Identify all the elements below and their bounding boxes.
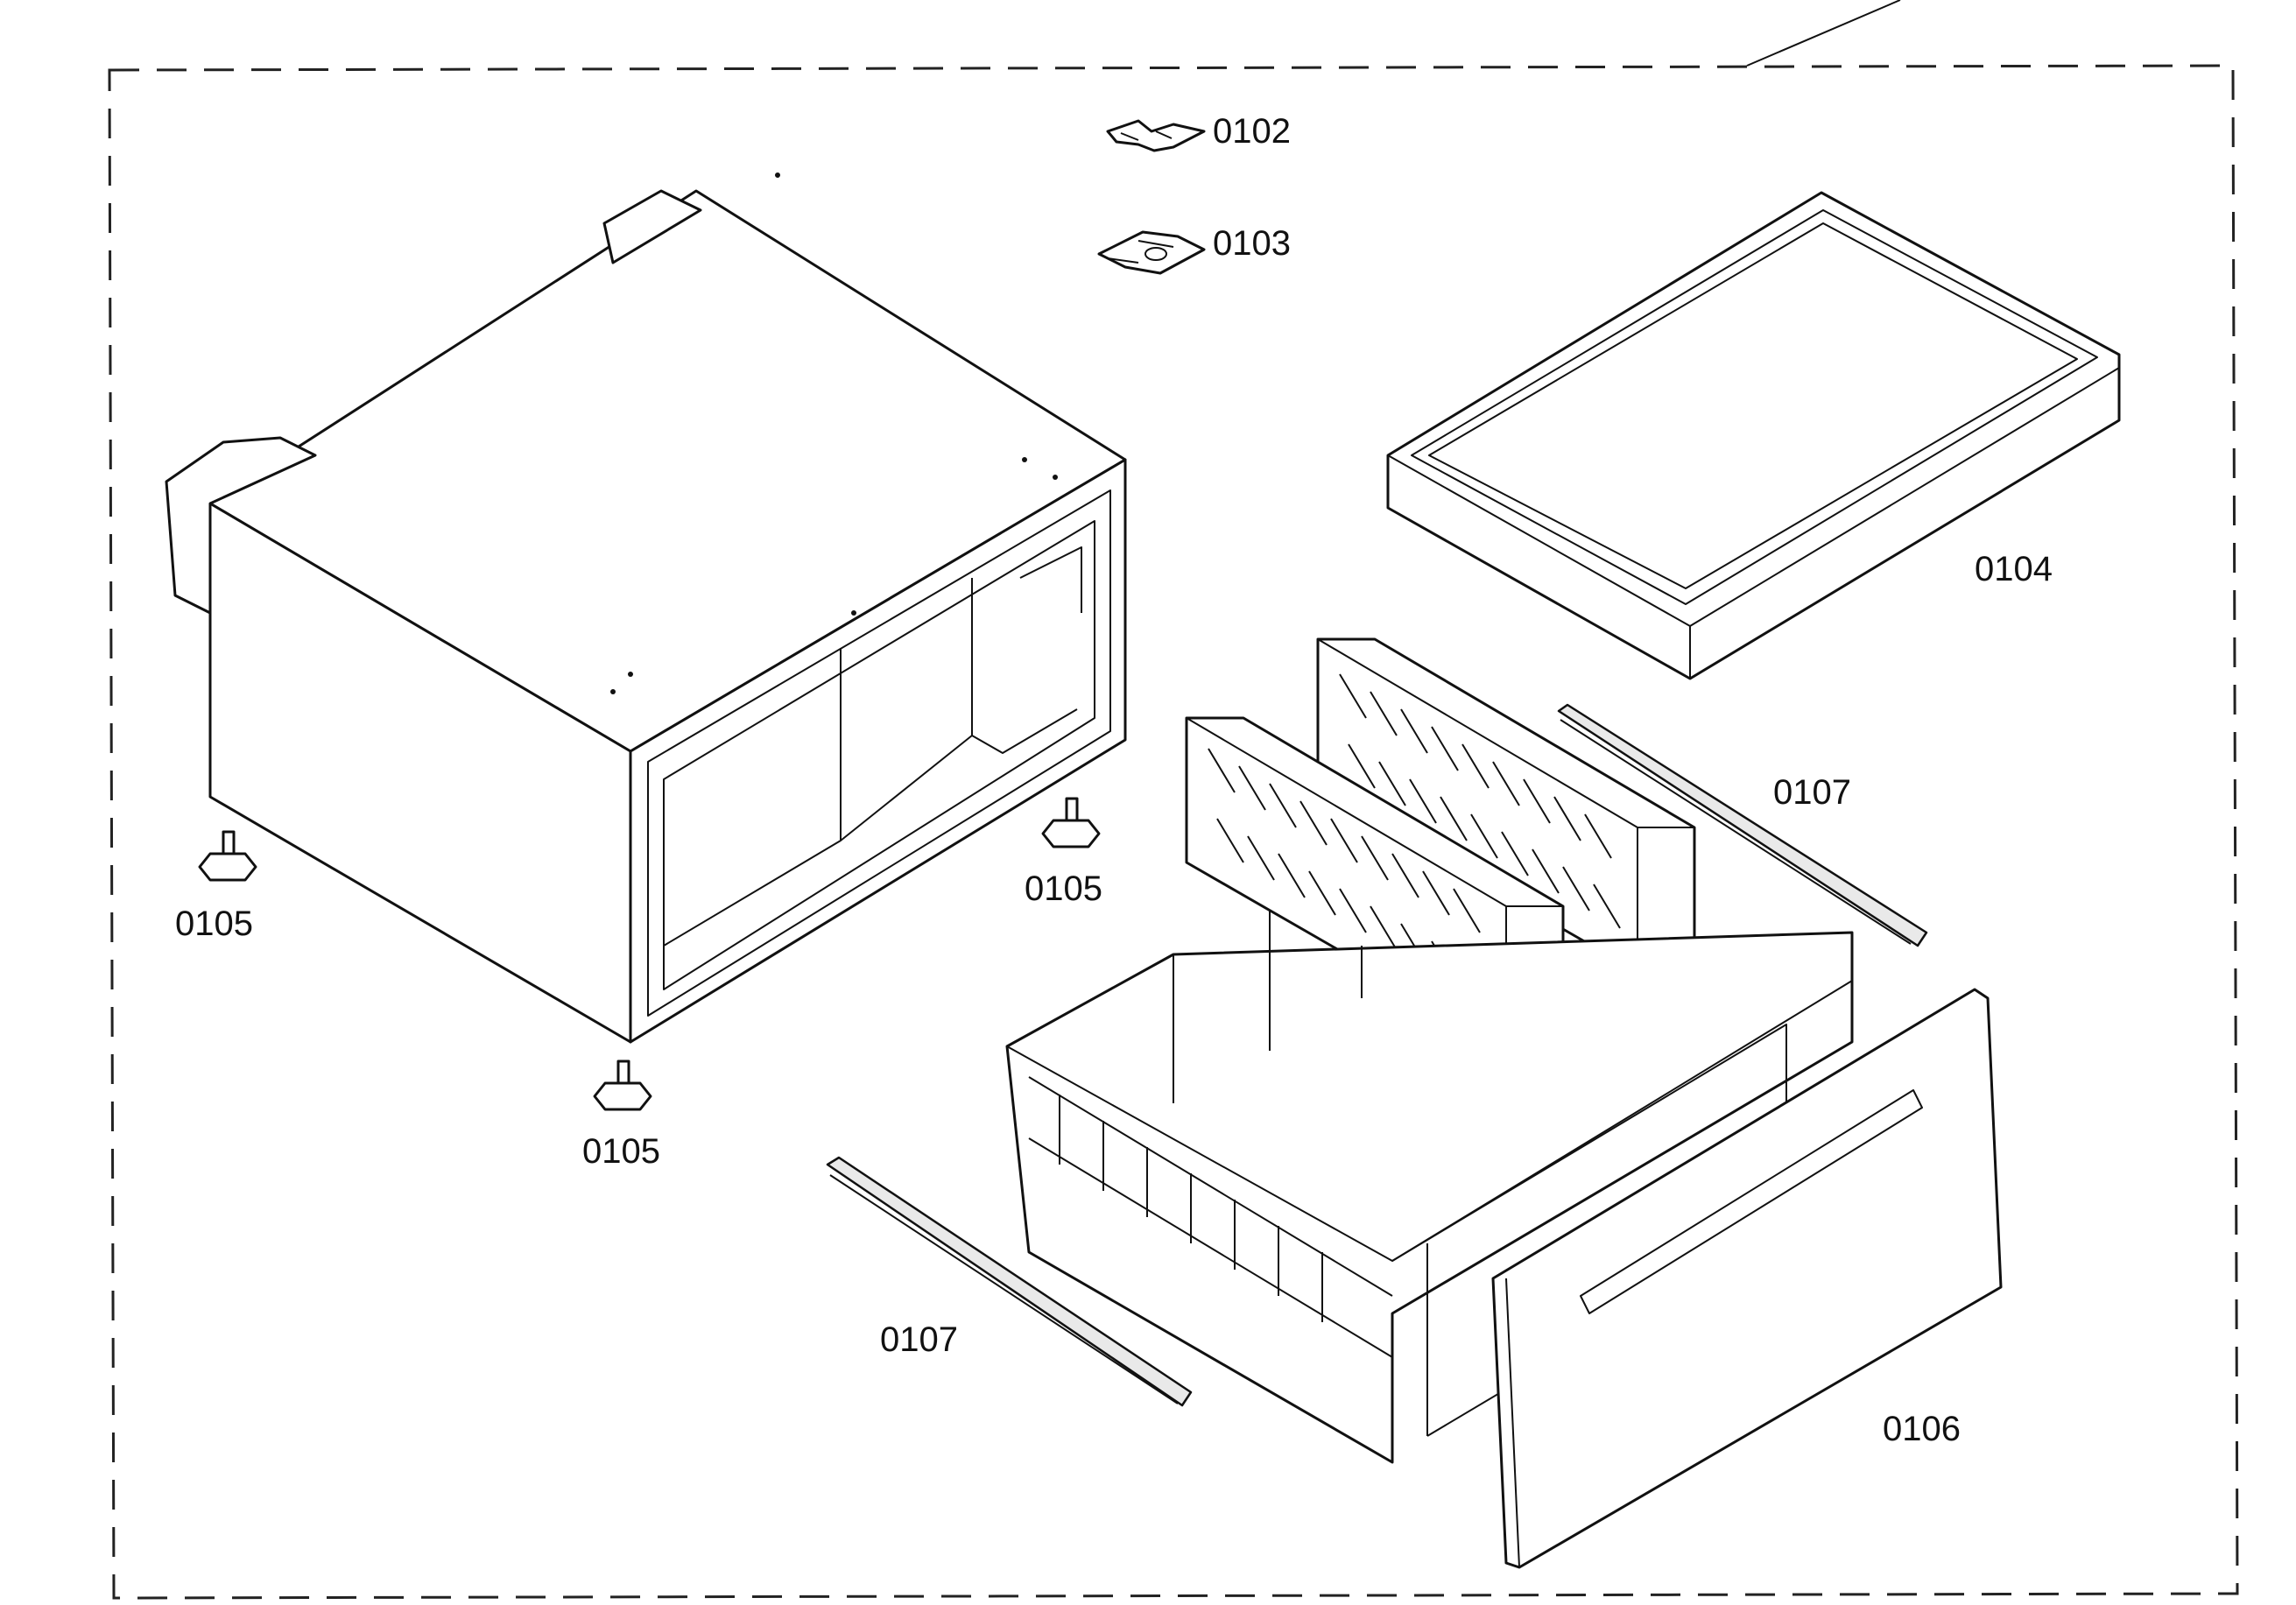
label-0104: 0104 — [1975, 550, 2053, 588]
part-0103-bracket-plate[interactable] — [1097, 230, 1206, 275]
part-0105-foot-left[interactable] — [198, 830, 257, 882]
label-0105-right: 0105 — [1025, 869, 1102, 908]
label-0103: 0103 — [1213, 224, 1291, 263]
part-cabinet-housing[interactable] — [165, 172, 1127, 1044]
label-0105-left: 0105 — [175, 905, 253, 943]
part-0104-tray-lid[interactable] — [1386, 191, 2121, 680]
part-0106-drawer-front[interactable] — [1491, 988, 2003, 1569]
part-0105-foot-right[interactable] — [1041, 797, 1101, 848]
label-0106: 0106 — [1883, 1410, 1961, 1448]
dashed-boundary-frame — [108, 0, 2239, 1600]
label-0105-bottom: 0105 — [582, 1132, 660, 1171]
part-0105-foot-bottom[interactable] — [593, 1059, 652, 1111]
part-0107-rail-right[interactable] — [1557, 703, 1928, 947]
label-0107-right: 0107 — [1773, 773, 1851, 812]
part-0102-hinge-clip[interactable] — [1106, 119, 1206, 152]
part-drawer-bin[interactable] — [1005, 911, 1854, 1464]
label-0102: 0102 — [1213, 112, 1291, 151]
part-0107-rail-left[interactable] — [826, 1156, 1193, 1407]
label-0107-left: 0107 — [880, 1320, 958, 1359]
